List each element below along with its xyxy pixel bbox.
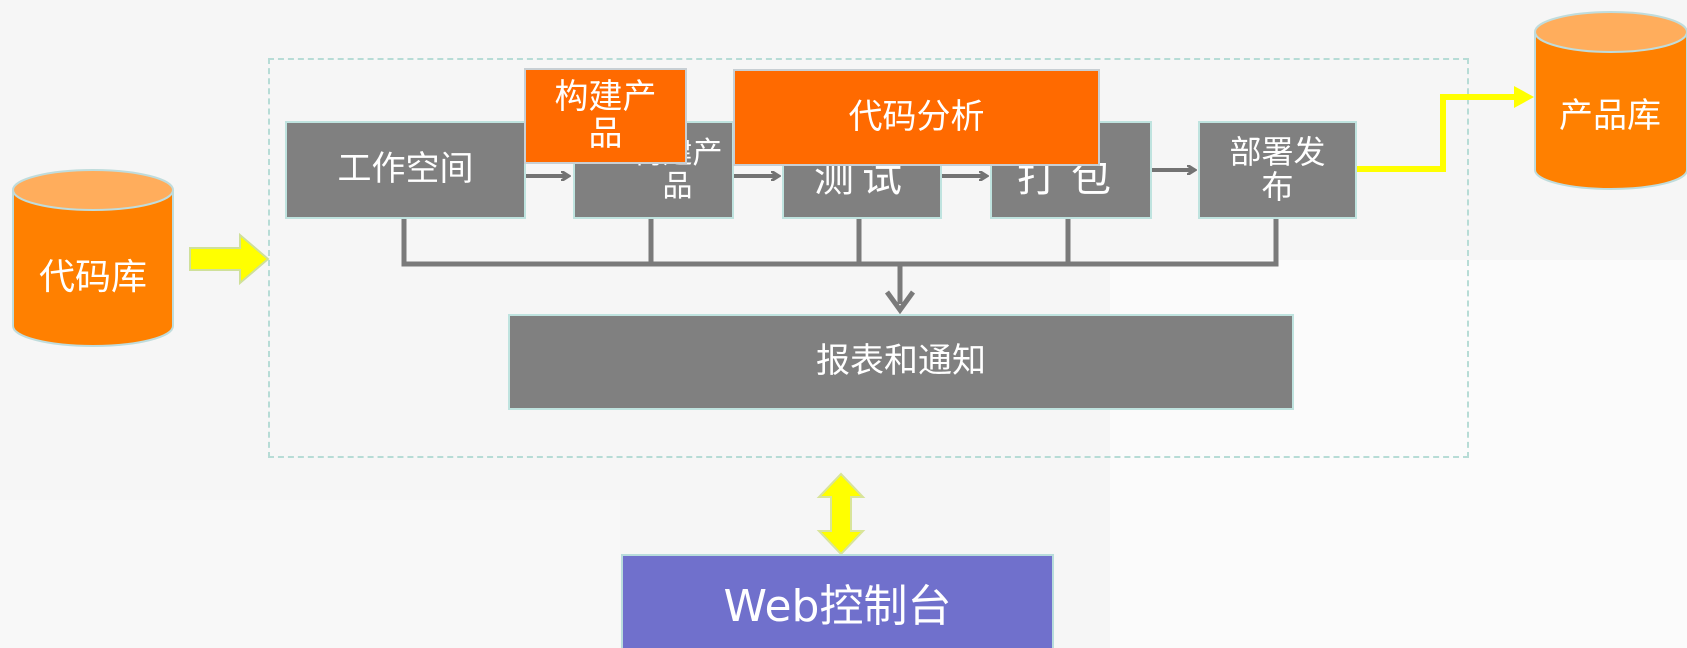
build-product-overlay-label: 构建产品 bbox=[554, 76, 657, 154]
pipeline-boundary bbox=[268, 58, 1469, 458]
yellow-output-head bbox=[1514, 86, 1534, 108]
bus-lines bbox=[401, 217, 1279, 304]
web-console-label: Web控制台 bbox=[723, 581, 952, 632]
build-product-overlay: 构建产品 bbox=[524, 68, 687, 164]
deploy-label: 部署发布 bbox=[1229, 132, 1326, 206]
code-analysis-box: 代码分析 bbox=[733, 69, 1100, 166]
yellow-output-line bbox=[1357, 94, 1518, 172]
report-notify-box: 报表和通知 bbox=[508, 314, 1294, 410]
deploy-box: 部署发布 bbox=[1198, 121, 1357, 219]
code-repository-cylinder: 代码库 bbox=[11, 168, 175, 348]
product-repository-label: 产品库 bbox=[1559, 96, 1661, 136]
code-analysis-label: 代码分析 bbox=[848, 96, 985, 137]
workspace-box: 工作空间 bbox=[285, 121, 526, 219]
code-repository-label: 代码库 bbox=[38, 257, 147, 298]
report-arrow-head bbox=[884, 290, 916, 315]
workspace-label: 工作空间 bbox=[337, 149, 474, 190]
database-icon bbox=[1534, 11, 1687, 190]
web-console-box: Web控制台 bbox=[621, 554, 1054, 648]
bidirectional-arrow bbox=[816, 472, 866, 556]
database-icon bbox=[12, 169, 174, 347]
yellow-input-arrow bbox=[189, 232, 270, 286]
product-repository-cylinder: 产品库 bbox=[1533, 10, 1687, 190]
report-notify-label: 报表和通知 bbox=[816, 341, 986, 382]
background-panel bbox=[0, 500, 620, 648]
